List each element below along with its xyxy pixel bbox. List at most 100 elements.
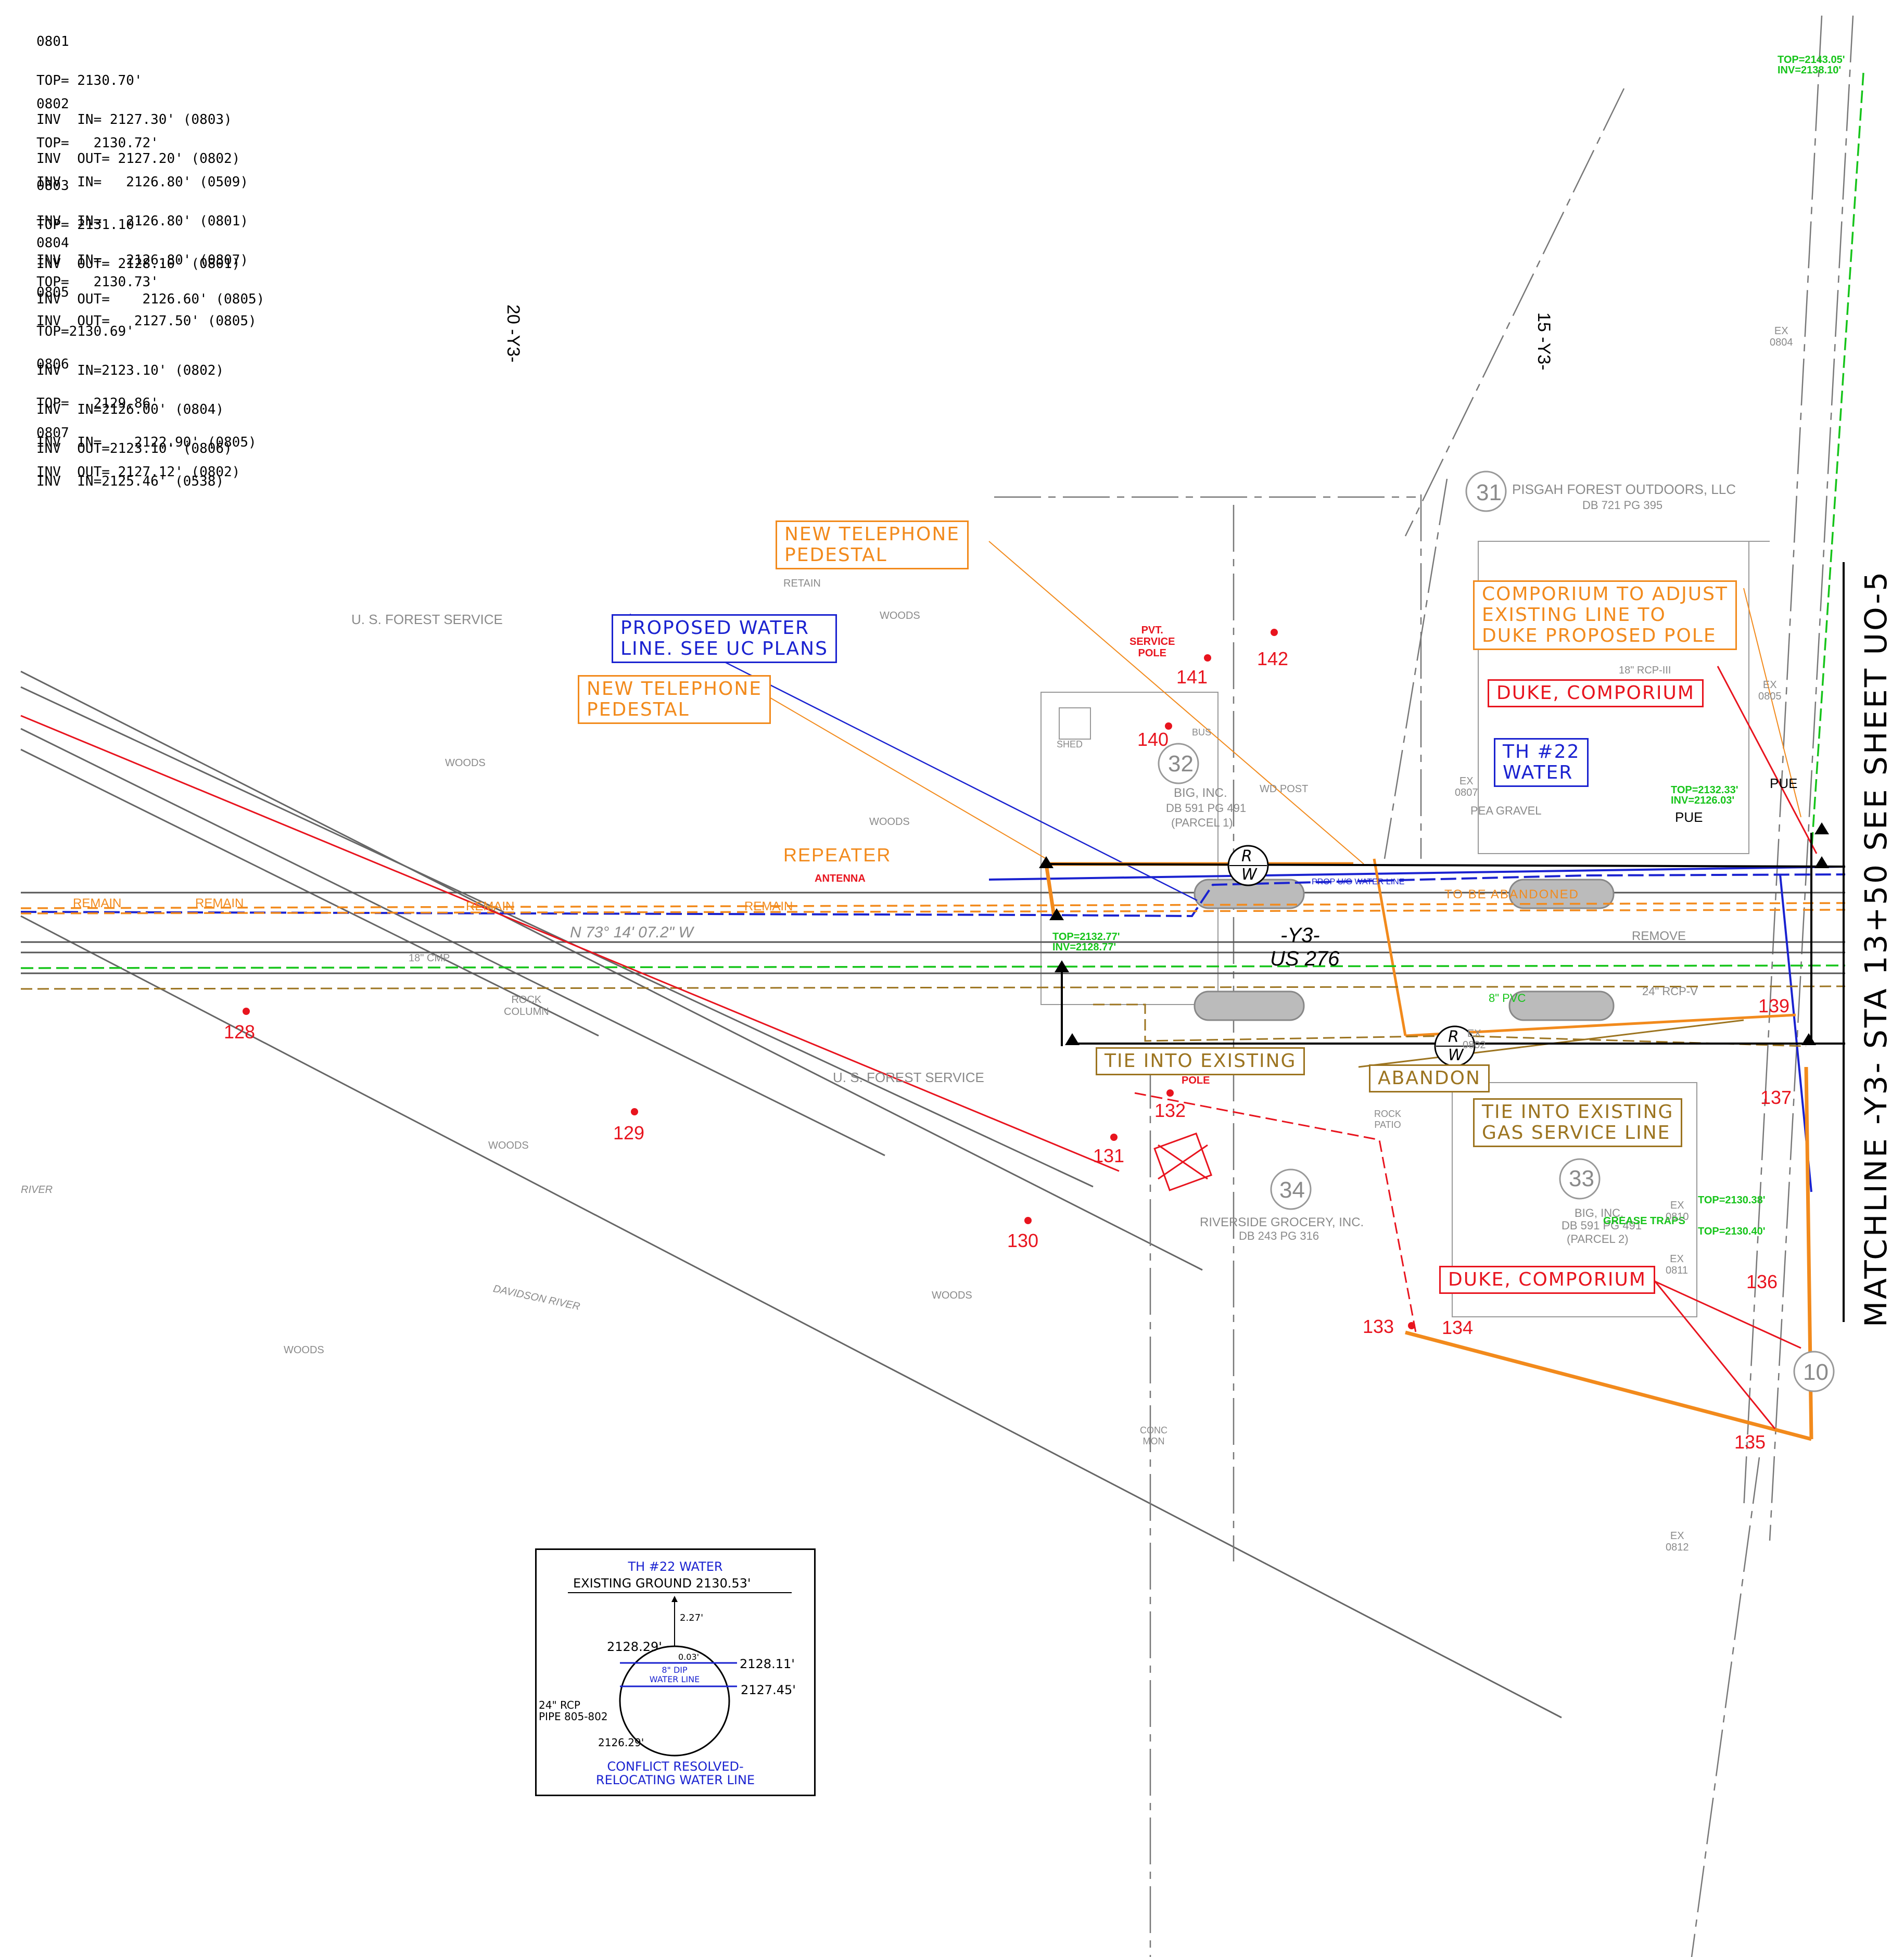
structure-id: 0801 — [36, 34, 69, 49]
duke-comporium-callout: DUKE, COMPORIUM — [1439, 1266, 1655, 1294]
pue-label: PUE — [1675, 809, 1703, 825]
top-inv-label: TOP=2132.33' INV=2126.03' — [1671, 784, 1738, 806]
to-be-abandoned-label: TO BE ABANDONED — [1444, 887, 1579, 901]
forest-service-label: U. S. FOREST SERVICE — [351, 612, 503, 627]
abandon-callout: ABANDON — [1369, 1064, 1490, 1092]
structure-line: INV OUT= 2127.20' (0802) — [36, 151, 240, 167]
point-number: 142 — [1257, 648, 1289, 669]
top-inv-label: TOP=2143.05' INV=2138.10' — [1778, 54, 1845, 76]
pipe-label: 18" RCP-III — [1619, 665, 1671, 676]
woods-label: WOODS — [932, 1290, 972, 1301]
structure-line: TOP= 2130.72' — [36, 135, 159, 151]
parcel-number: 31 — [1476, 480, 1502, 505]
inset-water-line: 8" DIP WATER LINE — [649, 1665, 700, 1684]
th22-water-callout: TH #22 WATER — [1494, 738, 1589, 787]
parcel-deed: DB 243 PG 316 — [1239, 1229, 1319, 1242]
woods-label: WOODS — [869, 816, 910, 828]
remain-label: REMAIN — [73, 896, 122, 910]
structure-id: 0803 — [36, 178, 69, 194]
woods-label: WOODS — [445, 757, 486, 769]
structure-line: TOP= 2130.70' — [36, 73, 143, 88]
parcel-deed: DB 591 PG 491 — [1562, 1219, 1642, 1232]
top-inv-label: TOP=2130.40' — [1698, 1226, 1766, 1237]
parcel-note: (PARCEL 1) — [1171, 816, 1233, 829]
ex-structure-tag: EX 0812 — [1666, 1530, 1689, 1553]
pole-label: POLE — [1182, 1075, 1210, 1086]
woods-label: WOODS — [880, 610, 920, 621]
top-inv-label: TOP=2132.77' INV=2128.77' — [1052, 931, 1120, 953]
river-label: RIVER — [21, 1184, 53, 1196]
matchline-bar — [1843, 562, 1845, 1322]
structure-line: TOP= 2130.73' — [36, 274, 159, 290]
structure-0806: 0806 TOP= 2129.86' INV IN= 2122.90' (080… — [36, 332, 257, 501]
structure-line: INV OUT= 2127.12' (0802) — [36, 464, 240, 480]
structure-id: 0805 — [36, 285, 69, 300]
point-number: 132 — [1154, 1100, 1186, 1121]
point-number: 135 — [1734, 1431, 1766, 1453]
structure-id: 0806 — [36, 357, 69, 372]
duke-comporium-callout: DUKE, COMPORIUM — [1488, 679, 1704, 707]
tie-into-gas-callout: TIE INTO EXISTING GAS SERVICE LINE — [1473, 1098, 1683, 1147]
structure-0804: 0804 TOP= 2130.73' INV OUT= 2127.50' (08… — [36, 211, 257, 341]
parcel-deed: DB 591 PG 491 — [1166, 802, 1247, 815]
repeater-label: REPEATER — [783, 844, 892, 866]
point-number: 129 — [613, 1122, 645, 1143]
forest-service-label: U. S. FOREST SERVICE — [833, 1070, 984, 1085]
conc-mon-label: CONC MON — [1140, 1425, 1167, 1446]
rw-symbol-r: R — [1448, 1028, 1459, 1046]
parcel-circles — [1158, 471, 1835, 1392]
inset-elev-water-top: 2128.11' — [740, 1657, 795, 1671]
inset-elev-pipe-bot: 2126.29' — [598, 1736, 644, 1749]
ex-structure-tag: EX 0804 — [1770, 325, 1793, 348]
antenna-label: ANTENNA — [815, 873, 866, 884]
structure-0805: 0805 TOP=2130.69' INV IN=2123.10' (0802)… — [36, 260, 232, 468]
new-telephone-pedestal-callout: NEW TELEPHONE PEDESTAL — [578, 675, 771, 724]
parcel-owner: RIVERSIDE GROCERY, INC. — [1200, 1215, 1364, 1229]
parcel-owner: BIG, INC. — [1174, 786, 1227, 800]
ex-structure-tag: EX 0805 — [1758, 679, 1782, 702]
point-number: 141 — [1176, 666, 1208, 688]
structure-line: INV IN=2125.46' (0538) — [36, 474, 224, 489]
inset-footer: CONFLICT RESOLVED- RELOCATING WATER LINE — [595, 1759, 755, 1787]
pipe-label: 18" CMP — [409, 952, 450, 964]
rock-column-label: ROCK COLUMN — [504, 994, 549, 1018]
parcel-number: 33 — [1569, 1166, 1594, 1191]
parcel-deed: DB 721 PG 395 — [1582, 499, 1663, 512]
structure-line: INV IN=2123.10' (0802) — [36, 363, 224, 378]
rw-markers — [1039, 822, 1829, 1045]
structure-id: 0807 — [36, 425, 69, 441]
remove-label: REMOVE — [1632, 929, 1686, 943]
inset-title: TH #22 WATER — [628, 1559, 723, 1574]
building-outline — [1478, 541, 1749, 854]
structure-id: 0802 — [36, 96, 69, 112]
structure-line: INV IN= 2122.90' (0805) — [36, 435, 257, 450]
inset-drawing — [568, 1592, 792, 1757]
new-telephone-pedestal-callout: NEW TELEPHONE PEDESTAL — [776, 520, 969, 569]
road-bearing: N 73° 14' 07.2" W — [570, 924, 693, 941]
matchline-label: MATCHLINE -Y3- STA 13+50 SEE SHEET UO-5 — [1845, 536, 1902, 1327]
point-number: 130 — [1007, 1230, 1039, 1251]
structure-line: INV OUT= 2126.60' (0805) — [36, 291, 265, 307]
point-number: 128 — [224, 1021, 256, 1043]
parcel-number: 10 — [1803, 1359, 1829, 1385]
structure-line: INV IN= 2126.80' (0807) — [36, 252, 248, 268]
parcel-owner: BIG, INC. — [1575, 1206, 1624, 1219]
proposed-water-line-callout: PROPOSED WATER LINE. SEE UC PLANS — [612, 614, 837, 663]
wd-post-label: WD POST — [1260, 783, 1309, 795]
inset-dim-clear: 0.03' — [678, 1652, 700, 1662]
inset-elev-water-bot: 2127.45' — [741, 1683, 796, 1697]
structure-line: INV IN=2126.00' (0804) — [36, 402, 224, 417]
structure-id: 0804 — [36, 235, 69, 251]
structure-0803: 0803 TOP= 2131.10' INV OUT= 2128.10' (08… — [36, 154, 240, 284]
electric-line — [20, 666, 1818, 1429]
rw-symbol-r: R — [1241, 847, 1252, 866]
grease-traps-label: GREASE TRAPS — [1603, 1215, 1685, 1227]
pue-label: PUE — [1770, 776, 1798, 791]
pea-gravel-label: PEA GRAVEL — [1470, 804, 1542, 817]
survey-points — [243, 629, 1415, 1329]
building-outline — [1452, 1082, 1697, 1317]
property-lines — [994, 15, 1854, 1957]
point-number: 131 — [1093, 1145, 1125, 1166]
ex-structure-tag: EX 0802 — [1463, 1028, 1486, 1051]
woods-label: WOODS — [488, 1140, 529, 1151]
